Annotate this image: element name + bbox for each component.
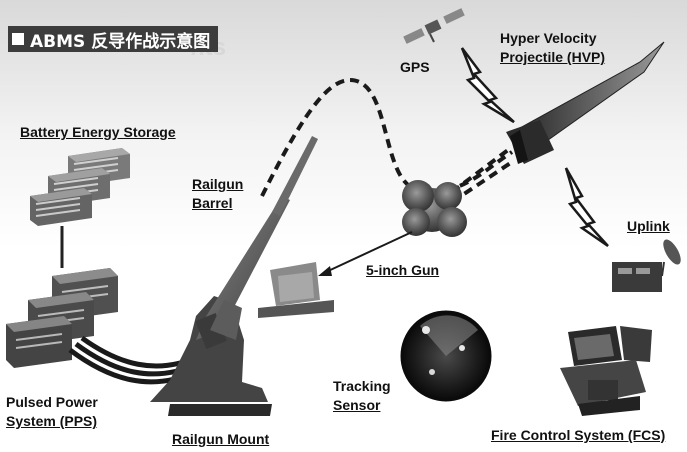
label-railgun-barrel-line1: Railgun — [192, 176, 244, 192]
radar-scope-icon — [400, 310, 492, 402]
label-gps: GPS — [400, 59, 430, 75]
gun-fire-arrow — [318, 231, 413, 276]
label-uplink: Uplink — [627, 218, 670, 234]
projectile-icon — [506, 41, 665, 164]
diagram-title: ABMS 反导作战示意图 — [8, 26, 219, 52]
battery-icon — [30, 148, 130, 226]
explosion-icon — [402, 180, 467, 237]
diagram-title-text: ABMS 反导作战示意图 — [30, 31, 211, 52]
label-tracking-line2: Sensor — [333, 397, 381, 413]
pps-module-icon — [6, 268, 118, 368]
dish-antenna-icon — [612, 239, 681, 292]
label-pulsed-power-line1: Pulsed Power — [6, 394, 98, 410]
label-pulsed-power-line2: System (PPS) — [6, 413, 98, 429]
fcs-console-icon — [560, 326, 652, 416]
label-railgun-mount: Railgun Mount — [172, 431, 270, 447]
label-hvp-line2: Projectile (HVP) — [500, 49, 606, 65]
square-bullet-icon — [12, 33, 24, 45]
railgun-icon — [150, 136, 318, 416]
label-railgun-barrel-line2: Barrel — [192, 195, 233, 211]
label-tracking-line1: Tracking — [333, 378, 391, 394]
gun-turret-icon — [258, 262, 334, 318]
satellite-icon — [403, 8, 465, 44]
trajectory-path — [260, 77, 514, 204]
lightning-icon — [460, 47, 609, 248]
label-battery-energy-storage: Battery Energy Storage — [20, 124, 176, 140]
label-5-inch-gun: 5-inch Gun — [366, 262, 440, 278]
label-fire-control-system: Fire Control System (FCS) — [491, 427, 666, 443]
label-hvp-line1: Hyper Velocity — [500, 30, 597, 46]
